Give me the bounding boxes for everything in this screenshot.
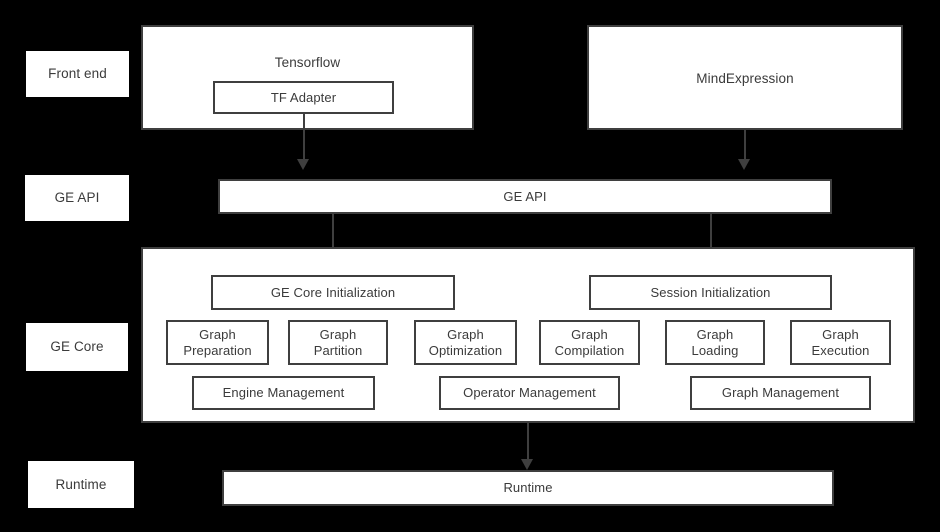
module-graph-loading-label: Graph Loading [691, 327, 739, 358]
module-graph-partition[interactable]: Graph Partition [288, 320, 388, 365]
layer-label-ge-api-text: GE API [54, 190, 100, 206]
module-graph-execution-label: Graph Execution [811, 327, 870, 358]
ge-api-bar[interactable]: GE API [218, 179, 832, 214]
layer-label-runtime-text: Runtime [55, 476, 107, 492]
module-graph-preparation-label: Graph Preparation [183, 327, 252, 358]
layer-label-ge-core-text: GE Core [50, 339, 104, 355]
management-graph-label: Graph Management [721, 385, 840, 401]
mindexpression-container: MindExpression [587, 25, 903, 130]
module-graph-partition-label: Graph Partition [313, 327, 363, 358]
connector-mindexpression-to-geapi [744, 130, 746, 161]
mindexpression-label: MindExpression [696, 71, 794, 86]
layer-label-front-end-text: Front end [48, 66, 107, 82]
arrowhead-mindexpression-to-geapi [738, 159, 750, 170]
connector-geapi-to-sessioninit [710, 214, 712, 262]
module-graph-loading[interactable]: Graph Loading [665, 320, 765, 365]
management-engine-label: Engine Management [222, 385, 345, 401]
runtime-bar[interactable]: Runtime [222, 470, 834, 506]
connector-geapi-to-gecoreinit [332, 214, 334, 262]
layer-label-runtime: Runtime [28, 461, 134, 508]
arrowhead-tfadapter-to-geapi [297, 159, 309, 170]
connector-tfadapter-to-geapi [303, 114, 305, 161]
tensorflow-label: Tensorflow [274, 55, 341, 70]
module-graph-compilation[interactable]: Graph Compilation [539, 320, 640, 365]
layer-label-ge-core: GE Core [26, 323, 128, 371]
module-graph-preparation[interactable]: Graph Preparation [166, 320, 269, 365]
layer-label-front-end: Front end [26, 51, 129, 97]
management-engine[interactable]: Engine Management [192, 376, 375, 410]
session-initialization-label: Session Initialization [650, 284, 771, 300]
module-graph-compilation-label: Graph Compilation [554, 327, 625, 358]
connector-gecore-to-runtime [527, 423, 529, 462]
management-graph[interactable]: Graph Management [690, 376, 871, 410]
management-operator-label: Operator Management [463, 385, 596, 401]
session-initialization-box[interactable]: Session Initialization [589, 275, 832, 310]
runtime-bar-label: Runtime [503, 480, 553, 496]
ge-core-initialization-label: GE Core Initialization [270, 284, 396, 300]
layer-label-ge-api: GE API [25, 175, 129, 221]
arrowhead-gecore-to-runtime [521, 459, 533, 470]
ge-api-bar-label: GE API [503, 188, 547, 204]
module-graph-optimization-label: Graph Optimization [428, 327, 503, 358]
module-graph-optimization[interactable]: Graph Optimization [414, 320, 517, 365]
ge-core-initialization-box[interactable]: GE Core Initialization [211, 275, 455, 310]
tf-adapter-label: TF Adapter [270, 89, 337, 105]
management-operator[interactable]: Operator Management [439, 376, 620, 410]
module-graph-execution[interactable]: Graph Execution [790, 320, 891, 365]
tf-adapter-box[interactable]: TF Adapter [213, 81, 394, 114]
tensorflow-container: Tensorflow [141, 25, 474, 130]
